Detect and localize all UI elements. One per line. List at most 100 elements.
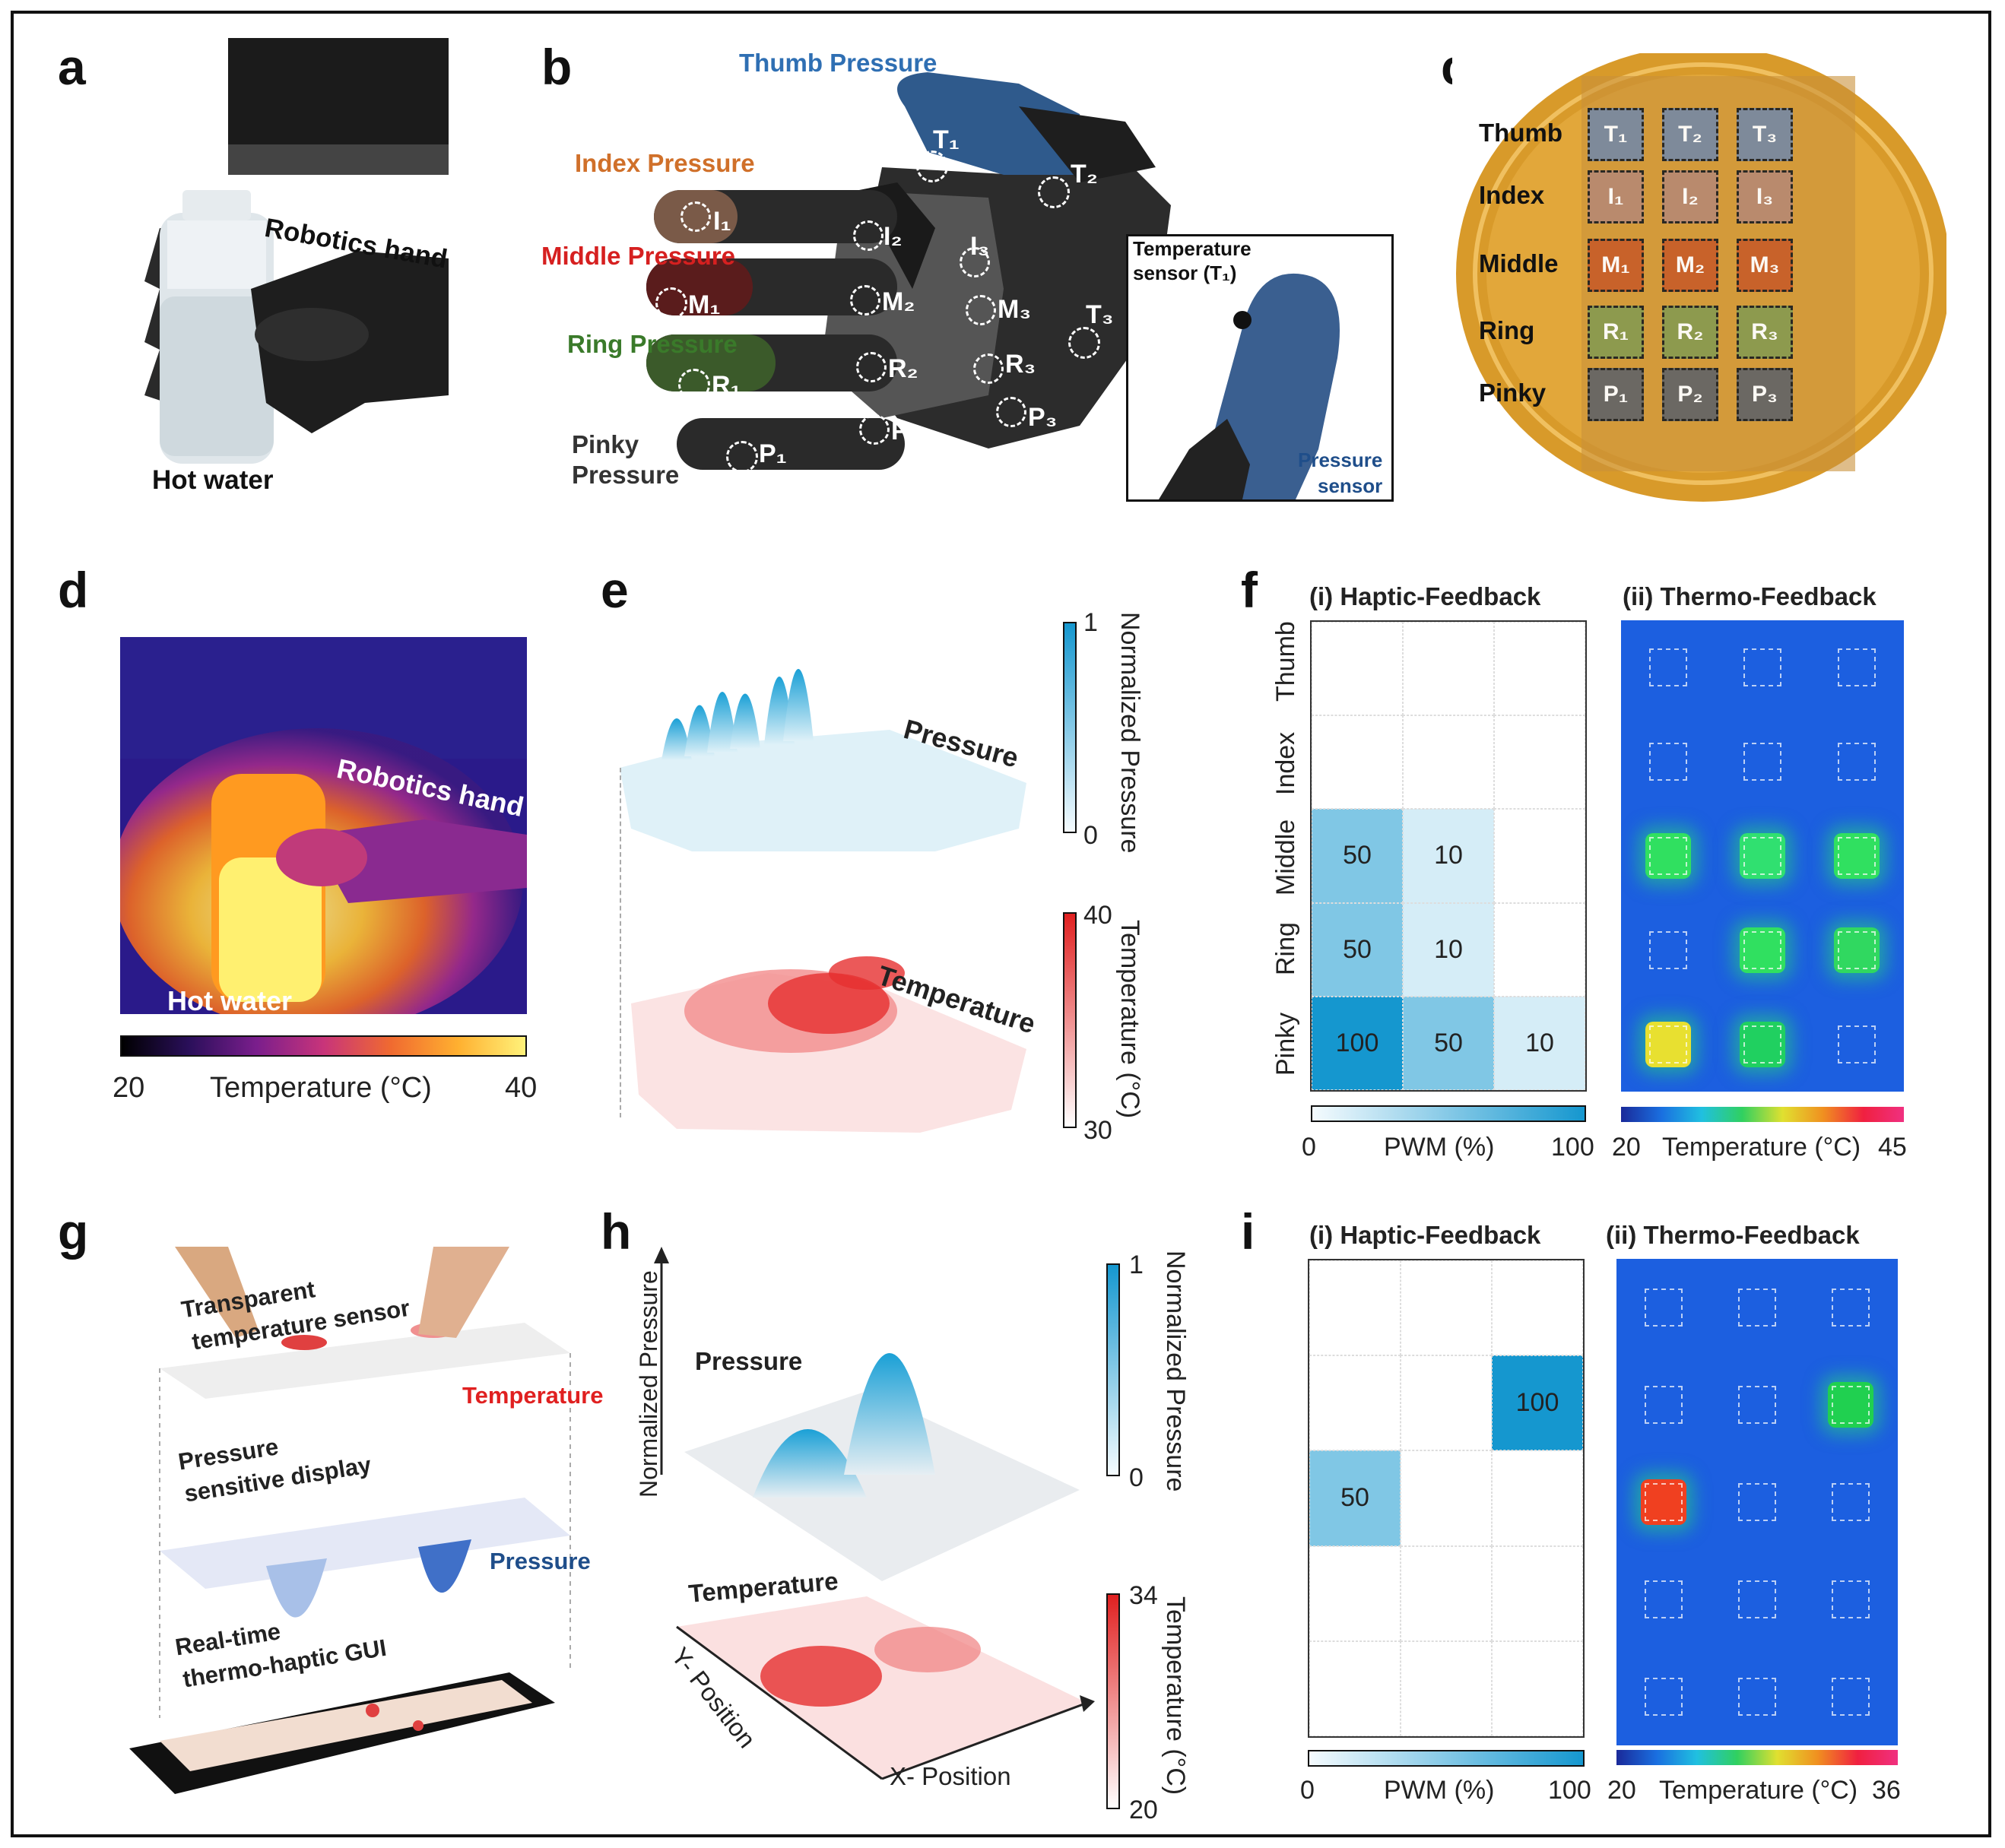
thermo-pixel-outline[interactable]: [1838, 743, 1876, 781]
pcb-sensor-label[interactable]: P₃: [1752, 382, 1778, 407]
thermo-pixel-outline[interactable]: [1649, 1025, 1687, 1063]
thermo-pixel-outline[interactable]: [1649, 743, 1687, 781]
thermo-pixel-outline[interactable]: [1743, 837, 1781, 875]
f-row-label[interactable]: Ring: [1271, 922, 1300, 976]
thermo-pixel-outline[interactable]: [1644, 1289, 1683, 1327]
heatmap-cell[interactable]: [1309, 1355, 1401, 1451]
pcb-sensor-label[interactable]: I₂: [1682, 184, 1699, 209]
thermo-pixel-outline[interactable]: [1832, 1483, 1870, 1521]
pcb-sensor-cell[interactable]: I₁: [1588, 170, 1644, 223]
heatmap-cell[interactable]: 10: [1494, 996, 1585, 1090]
pcb-sensor-label[interactable]: R₃: [1751, 319, 1778, 344]
pcb-sensor-label[interactable]: M₂: [1675, 252, 1705, 277]
heatmap-cell[interactable]: [1494, 715, 1585, 810]
pcb-sensor-cell[interactable]: M₁: [1588, 239, 1644, 292]
thermo-hotspot[interactable]: [1740, 833, 1785, 879]
heatmap-cell-value[interactable]: 100: [1335, 1028, 1379, 1057]
thermo-pixel-outline[interactable]: [1644, 1386, 1683, 1424]
thermo-pixel-outline[interactable]: [1738, 1289, 1776, 1327]
thermo-pixel-outline[interactable]: [1832, 1580, 1870, 1618]
heatmap-cell-value[interactable]: 10: [1525, 1028, 1554, 1057]
thermo-pixel-outline[interactable]: [1738, 1386, 1776, 1424]
pcb-sensor-label[interactable]: R₂: [1677, 319, 1704, 344]
pcb-sensor-cell[interactable]: P₁: [1588, 368, 1644, 421]
heatmap-cell[interactable]: 100: [1312, 996, 1403, 1090]
heatmap-cell[interactable]: [1401, 1640, 1492, 1736]
heatmap-cell[interactable]: [1401, 1260, 1492, 1356]
heatmap-cell[interactable]: [1401, 1545, 1492, 1641]
thermo-hotspot[interactable]: [1740, 1022, 1785, 1067]
heatmap-cell-value[interactable]: 50: [1340, 1483, 1369, 1513]
heatmap-cell[interactable]: [1403, 715, 1494, 810]
heatmap-cell[interactable]: [1309, 1640, 1401, 1736]
pcb-sensor-label[interactable]: I₁: [1607, 184, 1624, 209]
pcb-sensor-cell[interactable]: I₂: [1662, 170, 1718, 223]
pcb-sensor-cell[interactable]: T₃: [1737, 108, 1793, 161]
pcb-sensor-cell[interactable]: T₁: [1588, 108, 1644, 161]
thermo-pixel-outline[interactable]: [1838, 1025, 1876, 1063]
thermo-pixel-outline[interactable]: [1832, 1678, 1870, 1716]
f-row-label[interactable]: Pinky: [1271, 1013, 1300, 1076]
pcb-sensor-label[interactable]: T₁: [1604, 122, 1628, 147]
heatmap-cell[interactable]: [1401, 1355, 1492, 1451]
thermo-pixel-outline[interactable]: [1738, 1483, 1776, 1521]
pcb-sensor-cell[interactable]: R₂: [1662, 306, 1718, 359]
heatmap-cell[interactable]: [1312, 622, 1403, 716]
pcb-sensor-label[interactable]: P₁: [1603, 382, 1629, 407]
f-row-label[interactable]: Index: [1271, 731, 1300, 795]
heatmap-cell[interactable]: 50: [1312, 809, 1403, 903]
thermo-pixel-outline[interactable]: [1644, 1580, 1683, 1618]
thermo-hotspot[interactable]: [1834, 927, 1880, 973]
thermo-pixel-outline[interactable]: [1832, 1386, 1870, 1424]
heatmap-cell[interactable]: 10: [1403, 809, 1494, 903]
pcb-sensor-label[interactable]: R₁: [1602, 319, 1629, 344]
pcb-row-label[interactable]: Pinky: [1479, 379, 1547, 407]
thermo-pixel-outline[interactable]: [1738, 1580, 1776, 1618]
thermo-hotspot[interactable]: [1740, 927, 1785, 973]
thermo-pixel-outline[interactable]: [1644, 1678, 1683, 1716]
heatmap-cell-value[interactable]: 100: [1515, 1388, 1559, 1418]
thermo-pixel-outline[interactable]: [1743, 648, 1781, 686]
heatmap-cell[interactable]: [1494, 902, 1585, 997]
pcb-sensor-label[interactable]: M₁: [1601, 252, 1630, 277]
pcb-sensor-label[interactable]: T₃: [1752, 122, 1778, 147]
thermo-hotspot[interactable]: [1645, 1022, 1691, 1067]
heatmap-cell[interactable]: 50: [1403, 996, 1494, 1090]
pcb-sensor-cell[interactable]: P₂: [1662, 368, 1718, 421]
f-row-label[interactable]: Thumb: [1271, 620, 1300, 702]
heatmap-cell[interactable]: [1401, 1450, 1492, 1546]
thermo-hotspot[interactable]: [1834, 833, 1880, 879]
heatmap-cell[interactable]: [1312, 715, 1403, 810]
pcb-sensor-label[interactable]: P₂: [1677, 382, 1703, 407]
heatmap-cell[interactable]: [1309, 1260, 1401, 1356]
thermo-pixel-outline[interactable]: [1743, 743, 1781, 781]
thermo-hotspot[interactable]: [1640, 1479, 1686, 1525]
heatmap-cell-value[interactable]: 50: [1434, 1028, 1463, 1057]
pcb-sensor-label[interactable]: M₃: [1750, 252, 1780, 277]
thermo-pixel-outline[interactable]: [1649, 837, 1687, 875]
pcb-sensor-cell[interactable]: T₂: [1662, 108, 1718, 161]
heatmap-cell[interactable]: 100: [1492, 1355, 1583, 1451]
heatmap-cell[interactable]: [1492, 1260, 1583, 1356]
heatmap-cell-value[interactable]: 50: [1343, 841, 1372, 870]
pcb-row-label[interactable]: Index: [1479, 181, 1545, 209]
thermo-pixel-outline[interactable]: [1838, 931, 1876, 969]
pcb-row-label[interactable]: Ring: [1479, 316, 1535, 344]
thermo-pixel-outline[interactable]: [1743, 931, 1781, 969]
pcb-sensor-label[interactable]: I₃: [1756, 184, 1774, 209]
heatmap-cell[interactable]: [1494, 622, 1585, 716]
pcb-sensor-label[interactable]: T₂: [1678, 122, 1702, 147]
pcb-row-label[interactable]: Middle: [1479, 249, 1559, 277]
heatmap-cell[interactable]: 10: [1403, 902, 1494, 997]
pcb-sensor-cell[interactable]: P₃: [1737, 368, 1793, 421]
thermo-hotspot[interactable]: [1828, 1382, 1874, 1428]
pcb-sensor-cell[interactable]: I₃: [1737, 170, 1793, 223]
heatmap-cell-value[interactable]: 10: [1434, 841, 1463, 870]
heatmap-cell[interactable]: 50: [1309, 1450, 1401, 1546]
heatmap-cell-value[interactable]: 50: [1343, 934, 1372, 964]
pcb-sensor-cell[interactable]: M₂: [1662, 239, 1718, 292]
thermo-pixel-outline[interactable]: [1743, 1025, 1781, 1063]
heatmap-cell[interactable]: [1309, 1545, 1401, 1641]
heatmap-cell[interactable]: [1403, 622, 1494, 716]
heatmap-cell[interactable]: [1492, 1640, 1583, 1736]
